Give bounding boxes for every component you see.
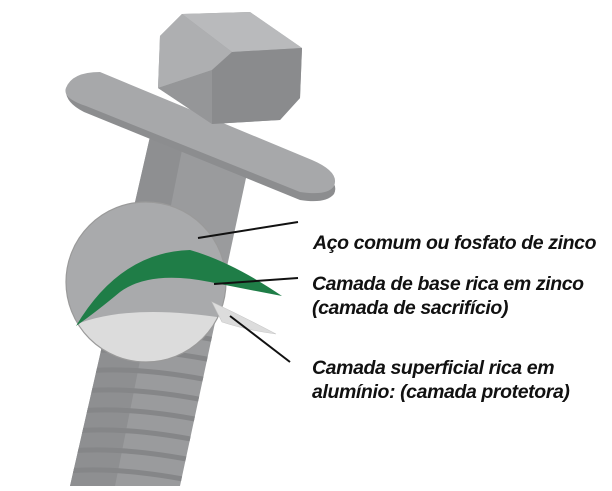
- bolt-washer: [65, 72, 336, 202]
- callout-aluminum-layer-line2: alumínio: (camada protetora): [312, 381, 570, 403]
- bolt-hex-head: [158, 12, 302, 124]
- leader-line-base: [197, 221, 299, 239]
- aluminum-layer-peel: [211, 301, 277, 335]
- callout-zinc-layer: Camada de base rica em zinco (camada de …: [312, 272, 584, 320]
- leader-line-aluminum: [229, 315, 291, 363]
- zinc-layer-peel: [76, 250, 282, 326]
- callout-base-steel: Aço comum ou fosfato de zinco: [313, 231, 596, 255]
- leader-lines: [197, 221, 299, 363]
- leader-line-zinc: [213, 277, 299, 285]
- callout-aluminum-layer-line1: Camada superficial rica em: [312, 357, 555, 379]
- callout-zinc-layer-line2: (camada de sacrifício): [312, 297, 509, 319]
- callout-base-steel-text: Aço comum ou fosfato de zinco: [313, 232, 597, 254]
- callout-aluminum-layer: Camada superficial rica em alumínio: (ca…: [312, 356, 570, 404]
- callout-zinc-layer-line1: Camada de base rica em zinco: [312, 273, 584, 295]
